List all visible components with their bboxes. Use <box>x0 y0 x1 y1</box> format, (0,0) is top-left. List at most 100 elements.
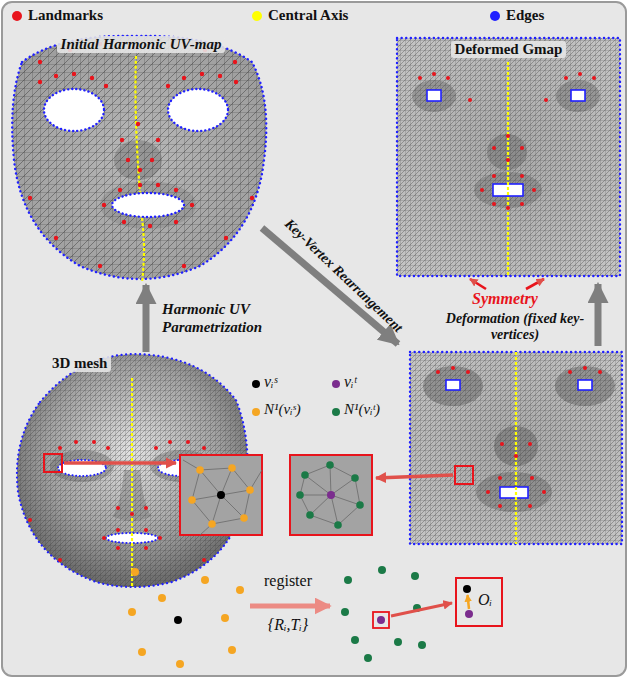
figure-label: register <box>246 572 330 590</box>
target-zoom-part-part <box>355 478 360 505</box>
uv-map-picture-part-part <box>54 74 58 78</box>
target-zoom-part-part <box>331 495 360 505</box>
target-point-cloud-part-part <box>341 608 349 616</box>
rearranged-map-picture-part-part <box>583 366 587 370</box>
legend-text: Edges <box>506 7 544 24</box>
source-zoom <box>180 455 262 535</box>
uv-map-picture-part <box>136 56 145 282</box>
source-zoom-part-part <box>192 495 221 500</box>
face-mesh-picture-part-part <box>116 528 120 532</box>
offset-zoom-part <box>465 610 473 618</box>
target-zoom-part-part <box>330 465 331 495</box>
source-zoom-part-part <box>232 468 250 490</box>
rearranged-map-picture-part-part <box>500 442 504 446</box>
target-zoom-part-part <box>310 495 331 515</box>
legend-text: Central Axis <box>268 7 348 24</box>
uv-map-picture-part-part <box>156 138 160 142</box>
uv-map-picture-part <box>112 193 184 217</box>
face-mesh-picture-part-part <box>106 446 110 450</box>
rearranged-map-picture-part <box>446 380 460 390</box>
target-zoom <box>290 455 372 535</box>
uv-map-picture-part-part <box>136 122 140 126</box>
rearranged-map-picture-part-part <box>451 366 455 370</box>
face-mesh-picture-part-part <box>154 446 158 450</box>
deformed-gmap-picture-part-part <box>520 146 524 150</box>
rearranged-map-picture-part-part <box>514 454 518 458</box>
target-point-cloud-part-part <box>344 576 352 584</box>
source-zoom-part-part <box>221 495 244 518</box>
target-point-cloud-part-part <box>418 641 426 649</box>
uv-map-picture-part-part <box>182 76 186 80</box>
uv-map-picture <box>12 36 266 282</box>
deform-arrow <box>595 284 602 346</box>
deformed-gmap-picture-part-part <box>544 98 548 102</box>
symmetry-arrow <box>526 279 544 289</box>
deformed-gmap-picture-part-part <box>468 98 472 102</box>
target-zoom-part-part <box>296 491 304 499</box>
source-point-cloud-part-part <box>138 648 146 656</box>
source-zoom-part-part <box>240 514 248 522</box>
panel-node: 3D mesh <box>10 352 250 588</box>
deformed-gmap-picture-part <box>397 38 620 276</box>
panel-heading: Deformed Gmap <box>451 41 567 58</box>
face-mesh-picture-part-part <box>92 440 96 444</box>
figure-label: Deformation (fixed key-vertices) <box>440 311 590 343</box>
face-mesh-picture-part <box>44 454 62 472</box>
uv-map-picture-part-part <box>148 224 152 228</box>
deformed-gmap-picture-part-part <box>520 174 524 178</box>
legend-swatch <box>490 11 500 21</box>
target-point-cloud-part-part <box>394 638 402 646</box>
rearranged-map-picture-part <box>515 352 517 544</box>
deformed-gmap-picture-part-part <box>578 72 582 76</box>
deformed-gmap-picture-part <box>507 62 509 276</box>
uv-map-picture-part-part <box>126 158 130 162</box>
source-point-cloud-part-part <box>128 608 136 616</box>
legend-swatch <box>252 11 262 21</box>
uv-map-picture-part-part <box>122 220 126 224</box>
panel-heading: 3D mesh <box>48 355 111 372</box>
source-point-cloud-part-part <box>176 660 184 668</box>
target-zoom-part-part <box>300 495 331 496</box>
figure-label: N¹(vᵢˢ) <box>264 401 301 418</box>
source-point-cloud-part-part <box>158 594 166 602</box>
target-zoom-part <box>327 491 335 499</box>
target-vertex-dot <box>332 380 340 388</box>
target-zoom-part-part <box>338 505 360 525</box>
uv-map-picture-part <box>12 36 266 279</box>
figure-label: vᵢˢ <box>264 373 277 391</box>
face-mesh-picture-part-part <box>168 440 172 444</box>
panel-node: Deformed Gmap <box>397 38 620 276</box>
source-zoom-part <box>180 455 262 535</box>
process-arrow <box>143 285 150 352</box>
deformed-gmap-picture-part-part <box>506 206 510 210</box>
uv-map-picture-part-part <box>150 158 154 162</box>
target-point-cloud-part-part <box>364 654 372 662</box>
deformed-gmap-picture <box>397 38 620 276</box>
source-point-cloud <box>128 568 244 668</box>
legend-swatch <box>12 11 22 21</box>
offset-zoom <box>456 578 502 626</box>
target-zoom-part <box>290 455 372 535</box>
deformed-gmap-picture-part-part <box>492 146 496 150</box>
target-point-cloud-part <box>373 612 389 628</box>
legend-text: Landmarks <box>28 7 103 24</box>
figure-label: N¹(vᵢᵗ) <box>344 401 380 418</box>
face-mesh-picture-part-part <box>144 528 148 532</box>
deformed-gmap-picture-part <box>418 72 596 210</box>
uv-map-picture-part-part <box>28 196 32 200</box>
source-zoom-part <box>217 491 225 499</box>
rearranged-map-picture-part <box>578 380 592 390</box>
target-zoom-part-part <box>326 461 334 469</box>
deformed-gmap-picture-part-part <box>564 76 568 80</box>
deformed-gmap-picture-part-part <box>492 202 496 206</box>
deformed-gmap-picture-part-part <box>432 72 436 76</box>
rearranged-map-picture-part-part <box>542 490 546 494</box>
rearranged-map-picture-part-part <box>528 504 532 508</box>
uv-map-picture-part-part <box>38 80 42 84</box>
source-zoom-part-part <box>228 464 236 472</box>
rearranged-map-picture-part-part <box>498 476 502 480</box>
figure-label: vᵢᵗ <box>344 373 356 391</box>
uv-map-picture-part-part <box>138 183 142 187</box>
deformed-gmap-picture-part-part <box>492 174 496 178</box>
